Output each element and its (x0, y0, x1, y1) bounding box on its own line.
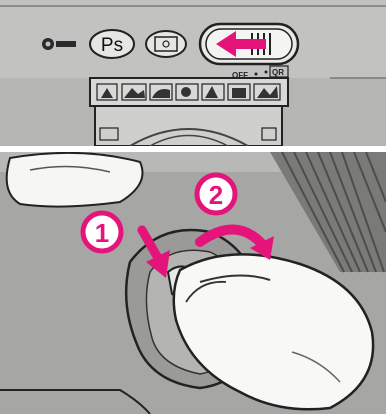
callout-1-label: 1 (95, 218, 109, 248)
camera-top-panel-drawing: Ps OFF QR (0, 0, 386, 146)
metering-button[interactable] (146, 31, 186, 57)
program-shift-button[interactable]: Ps (90, 30, 134, 58)
camera-top-panel-illustration: Ps OFF QR (0, 0, 386, 146)
callout-2-label: 2 (209, 180, 223, 210)
callout-1: 1 (83, 213, 121, 251)
callout-2: 2 (197, 175, 235, 213)
battery-cover-drawing: 1 2 (0, 152, 386, 414)
battery-cover-illustration: 1 2 (0, 152, 386, 414)
program-shift-label: Ps (101, 35, 123, 56)
qr-label: QR (272, 68, 284, 77)
mode-dial[interactable] (90, 78, 288, 106)
finger-top (7, 153, 143, 207)
